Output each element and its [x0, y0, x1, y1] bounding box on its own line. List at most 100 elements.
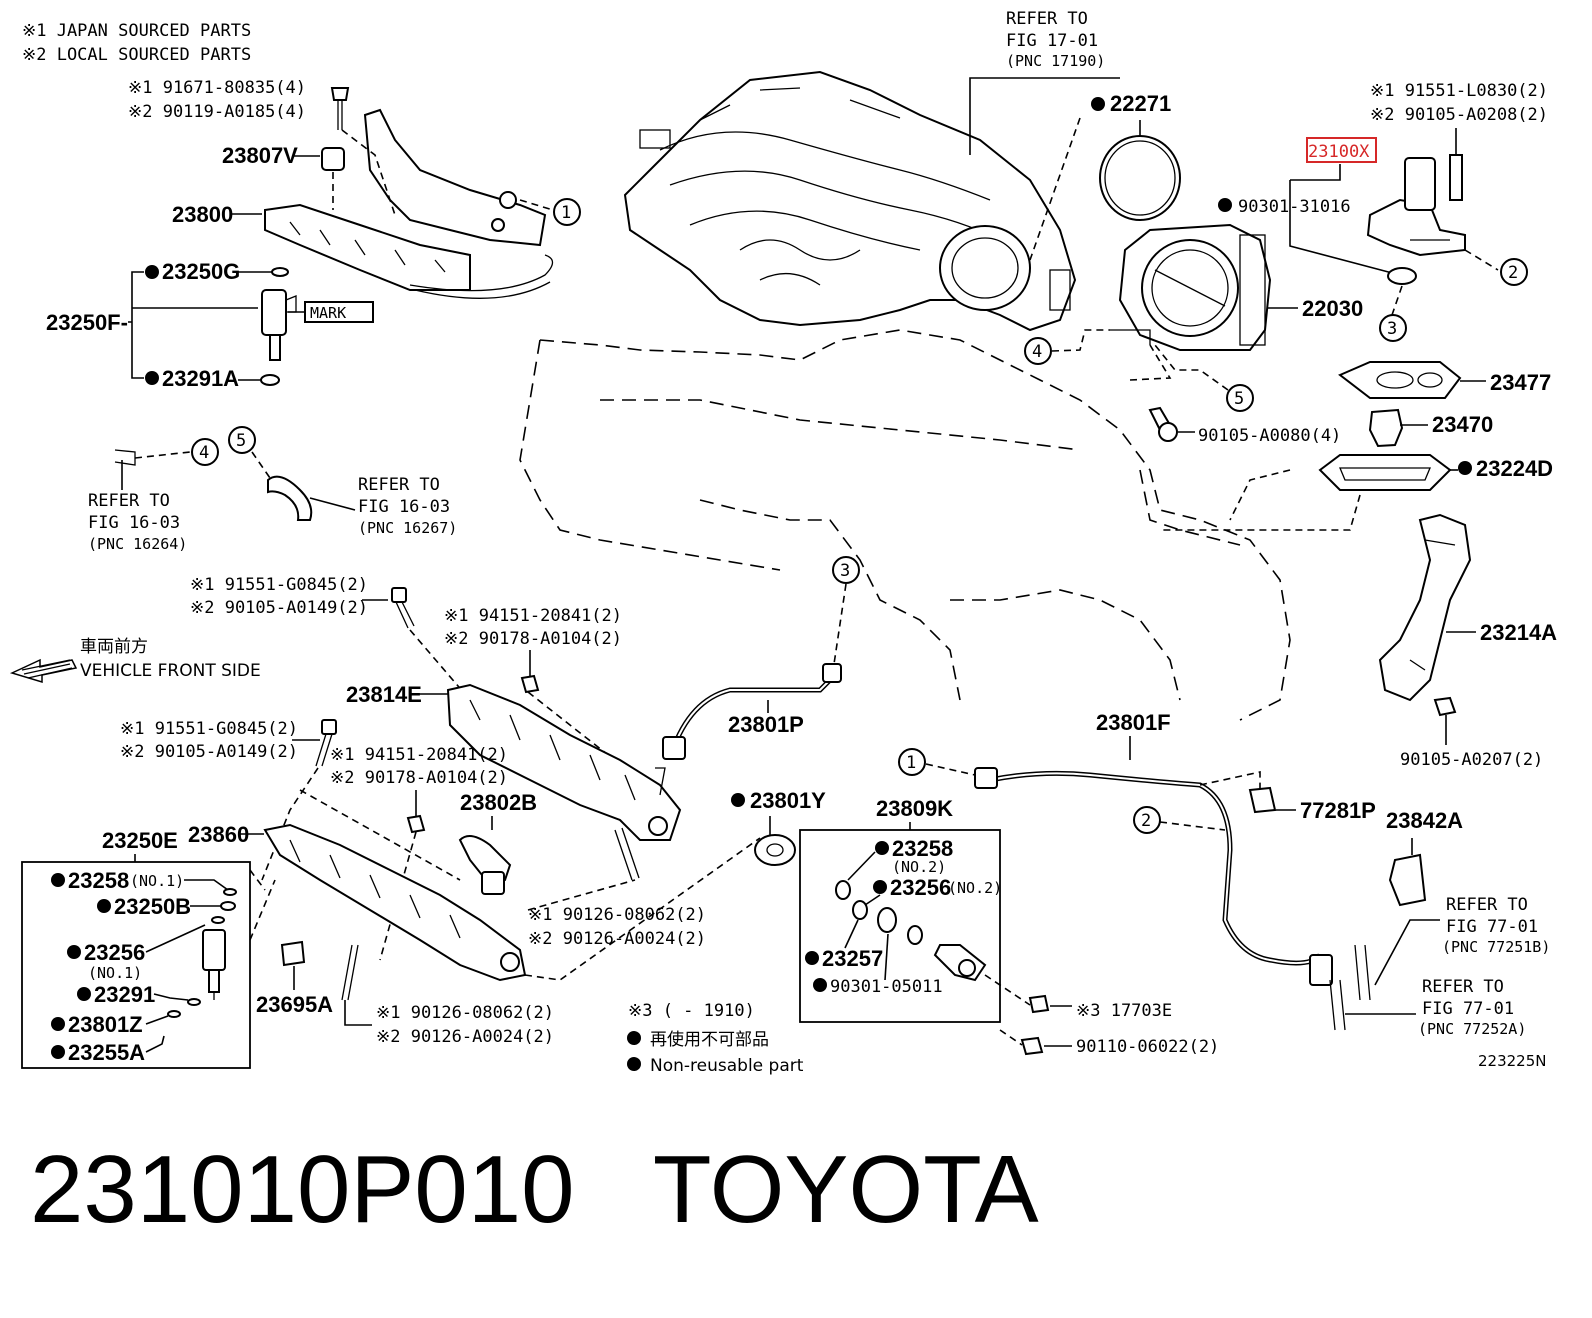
figure-id: 223225N	[1478, 1052, 1546, 1070]
part-17703E: ※3 17703E	[1076, 1001, 1172, 1021]
front-label-en: VEHICLE FRONT SIDE	[80, 661, 261, 681]
part-23291: 23291	[94, 982, 155, 1007]
fuel-rail-23814E	[446, 683, 682, 841]
ref-1701-line2: FIG 17-01	[1006, 31, 1098, 51]
hose	[267, 475, 313, 521]
legend-nonreusable-jp: 再使用不可部品	[650, 1029, 769, 1050]
svg-text:2: 2	[1141, 811, 1151, 831]
ref-7701a-line1: REFER TO	[1446, 895, 1528, 915]
part-23214A: 23214A	[1480, 620, 1557, 645]
ref-7701b-line2: FIG 77-01	[1422, 999, 1514, 1019]
part-94151-20841-a: ※1 94151-20841(2)	[444, 606, 622, 626]
gasket-22271	[1099, 135, 1181, 221]
gasket-23224D	[1318, 454, 1452, 491]
vehicle-front-arrow-icon	[9, 658, 78, 684]
sensor-23842A	[1388, 853, 1427, 907]
fuel-pump-23100X	[1366, 157, 1466, 285]
sensor-part-kit	[933, 944, 987, 982]
clip-23695A	[280, 940, 306, 967]
part-90178-A0104-a: ※2 90178-A0104(2)	[444, 629, 622, 649]
part-23256-no2-sub: (NO.2)	[948, 879, 1002, 897]
fuel-rail-23800	[264, 108, 554, 299]
part-91551-G0845-a: ※1 91551-G0845(2)	[190, 575, 368, 595]
part-77281P: 77281P	[1300, 798, 1376, 823]
part-90105-A0080: 90105-A0080(4)	[1198, 426, 1341, 446]
part-90126-A0024-a: ※2 90126-A0024(2)	[528, 929, 706, 949]
part-90126-A0024-b: ※2 90126-A0024(2)	[376, 1027, 554, 1047]
part-23100X: 23100X	[1308, 142, 1370, 162]
part-23257: 23257	[822, 946, 883, 971]
part-23801P: 23801P	[728, 712, 804, 737]
part-94151-20841-b: ※1 94151-20841(2)	[330, 745, 508, 765]
part-90105-A0207: 90105-A0207(2)	[1400, 750, 1543, 770]
footer-caption: 231010P010 TOYOTA	[30, 1135, 1039, 1245]
footer-part-number: 231010P010	[30, 1136, 575, 1243]
front-label-jp: 車両前方	[80, 637, 148, 657]
callout-3-pump	[1379, 314, 1407, 342]
part-23258-no1: 23258	[68, 868, 129, 893]
svg-text:4: 4	[1032, 342, 1042, 362]
part-22271: 22271	[1110, 91, 1171, 116]
part-90301-05011: 90301-05011	[830, 977, 943, 997]
svg-text:5: 5	[236, 431, 246, 451]
ref-7701b-line3: (PNC 77252A)	[1418, 1020, 1526, 1038]
part-23807V: 23807V	[222, 143, 298, 168]
legend-note-2: ※2 LOCAL SOURCED PARTS	[22, 45, 251, 65]
part-23256-no1: 23256	[84, 940, 145, 965]
injector-kit-box	[21, 861, 251, 1069]
legend-note-3: ※3 ( - 1910)	[628, 1001, 755, 1021]
part-90126-08062-b: ※1 90126-08062(2)	[376, 1003, 554, 1023]
part-23258-no1-sub: (NO.1)	[130, 872, 184, 890]
part-91671-80835: ※1 91671-80835(4)	[128, 78, 306, 98]
footer-brand: TOYOTA	[652, 1136, 1039, 1243]
part-23250G: 23250G	[162, 259, 240, 284]
legend-nonreusable-en: Non-reusable part	[650, 1056, 804, 1076]
callout-2-pipe	[1133, 806, 1161, 834]
intake-manifold	[623, 70, 1077, 332]
part-91551-L0830: ※1 91551-L0830(2)	[1370, 81, 1548, 101]
injector-23250E	[202, 929, 226, 1000]
clip-77281P	[1248, 786, 1277, 814]
part-23250F: 23250F-	[46, 310, 128, 335]
legend-dot-jp	[627, 1031, 641, 1045]
injector-23250F	[261, 289, 297, 361]
bracket-23214A	[1378, 513, 1472, 702]
part-23801F: 23801F	[1096, 710, 1171, 735]
part-23258-no2-sub: (NO.2)	[892, 858, 946, 876]
legend-dot-en	[627, 1057, 641, 1071]
ref-7701a-line3: (PNC 77251B)	[1442, 938, 1550, 956]
callout-2-pump	[1500, 258, 1528, 286]
part-90126-08062-a: ※1 90126-08062(2)	[528, 905, 706, 925]
callout-5-hose	[228, 426, 256, 454]
svg-text:3: 3	[1387, 319, 1397, 339]
mark-label: MARK	[310, 304, 346, 322]
callout-3-pipe	[832, 556, 860, 584]
part-23258-no2: 23258	[892, 836, 953, 861]
ref-1603b-line3: (PNC 16267)	[358, 519, 457, 537]
part-23814E: 23814E	[346, 682, 422, 707]
svg-text:5: 5	[1234, 389, 1244, 409]
part-22030: 22030	[1302, 296, 1363, 321]
part-90110-06022: 90110-06022(2)	[1076, 1037, 1219, 1057]
svg-text:4: 4	[199, 443, 209, 463]
part-23801Y: 23801Y	[750, 788, 826, 813]
callout-4-throttle	[1024, 337, 1052, 365]
gasket-23801Y	[754, 834, 796, 866]
part-23256-no1-sub: (NO.1)	[88, 964, 142, 982]
svg-text:1: 1	[561, 203, 571, 223]
ref-1603b-line1: REFER TO	[358, 475, 440, 495]
callout-1-pipe	[898, 748, 926, 776]
svg-text:3: 3	[840, 561, 850, 581]
ref-1603a-line2: FIG 16-03	[88, 513, 180, 533]
kit-23809K-box	[799, 829, 1001, 1023]
ref-7701b-line1: REFER TO	[1422, 977, 1504, 997]
callout-1-rail	[553, 198, 581, 226]
part-23255A: 23255A	[68, 1040, 145, 1065]
nonreusable-dot	[1091, 97, 1105, 111]
part-23801Z: 23801Z	[68, 1012, 143, 1037]
ref-1603a-line1: REFER TO	[88, 491, 170, 511]
throttle-body-22030	[1110, 223, 1272, 351]
callout-5-throttle	[1226, 384, 1254, 412]
part-23250E: 23250E	[102, 828, 178, 853]
